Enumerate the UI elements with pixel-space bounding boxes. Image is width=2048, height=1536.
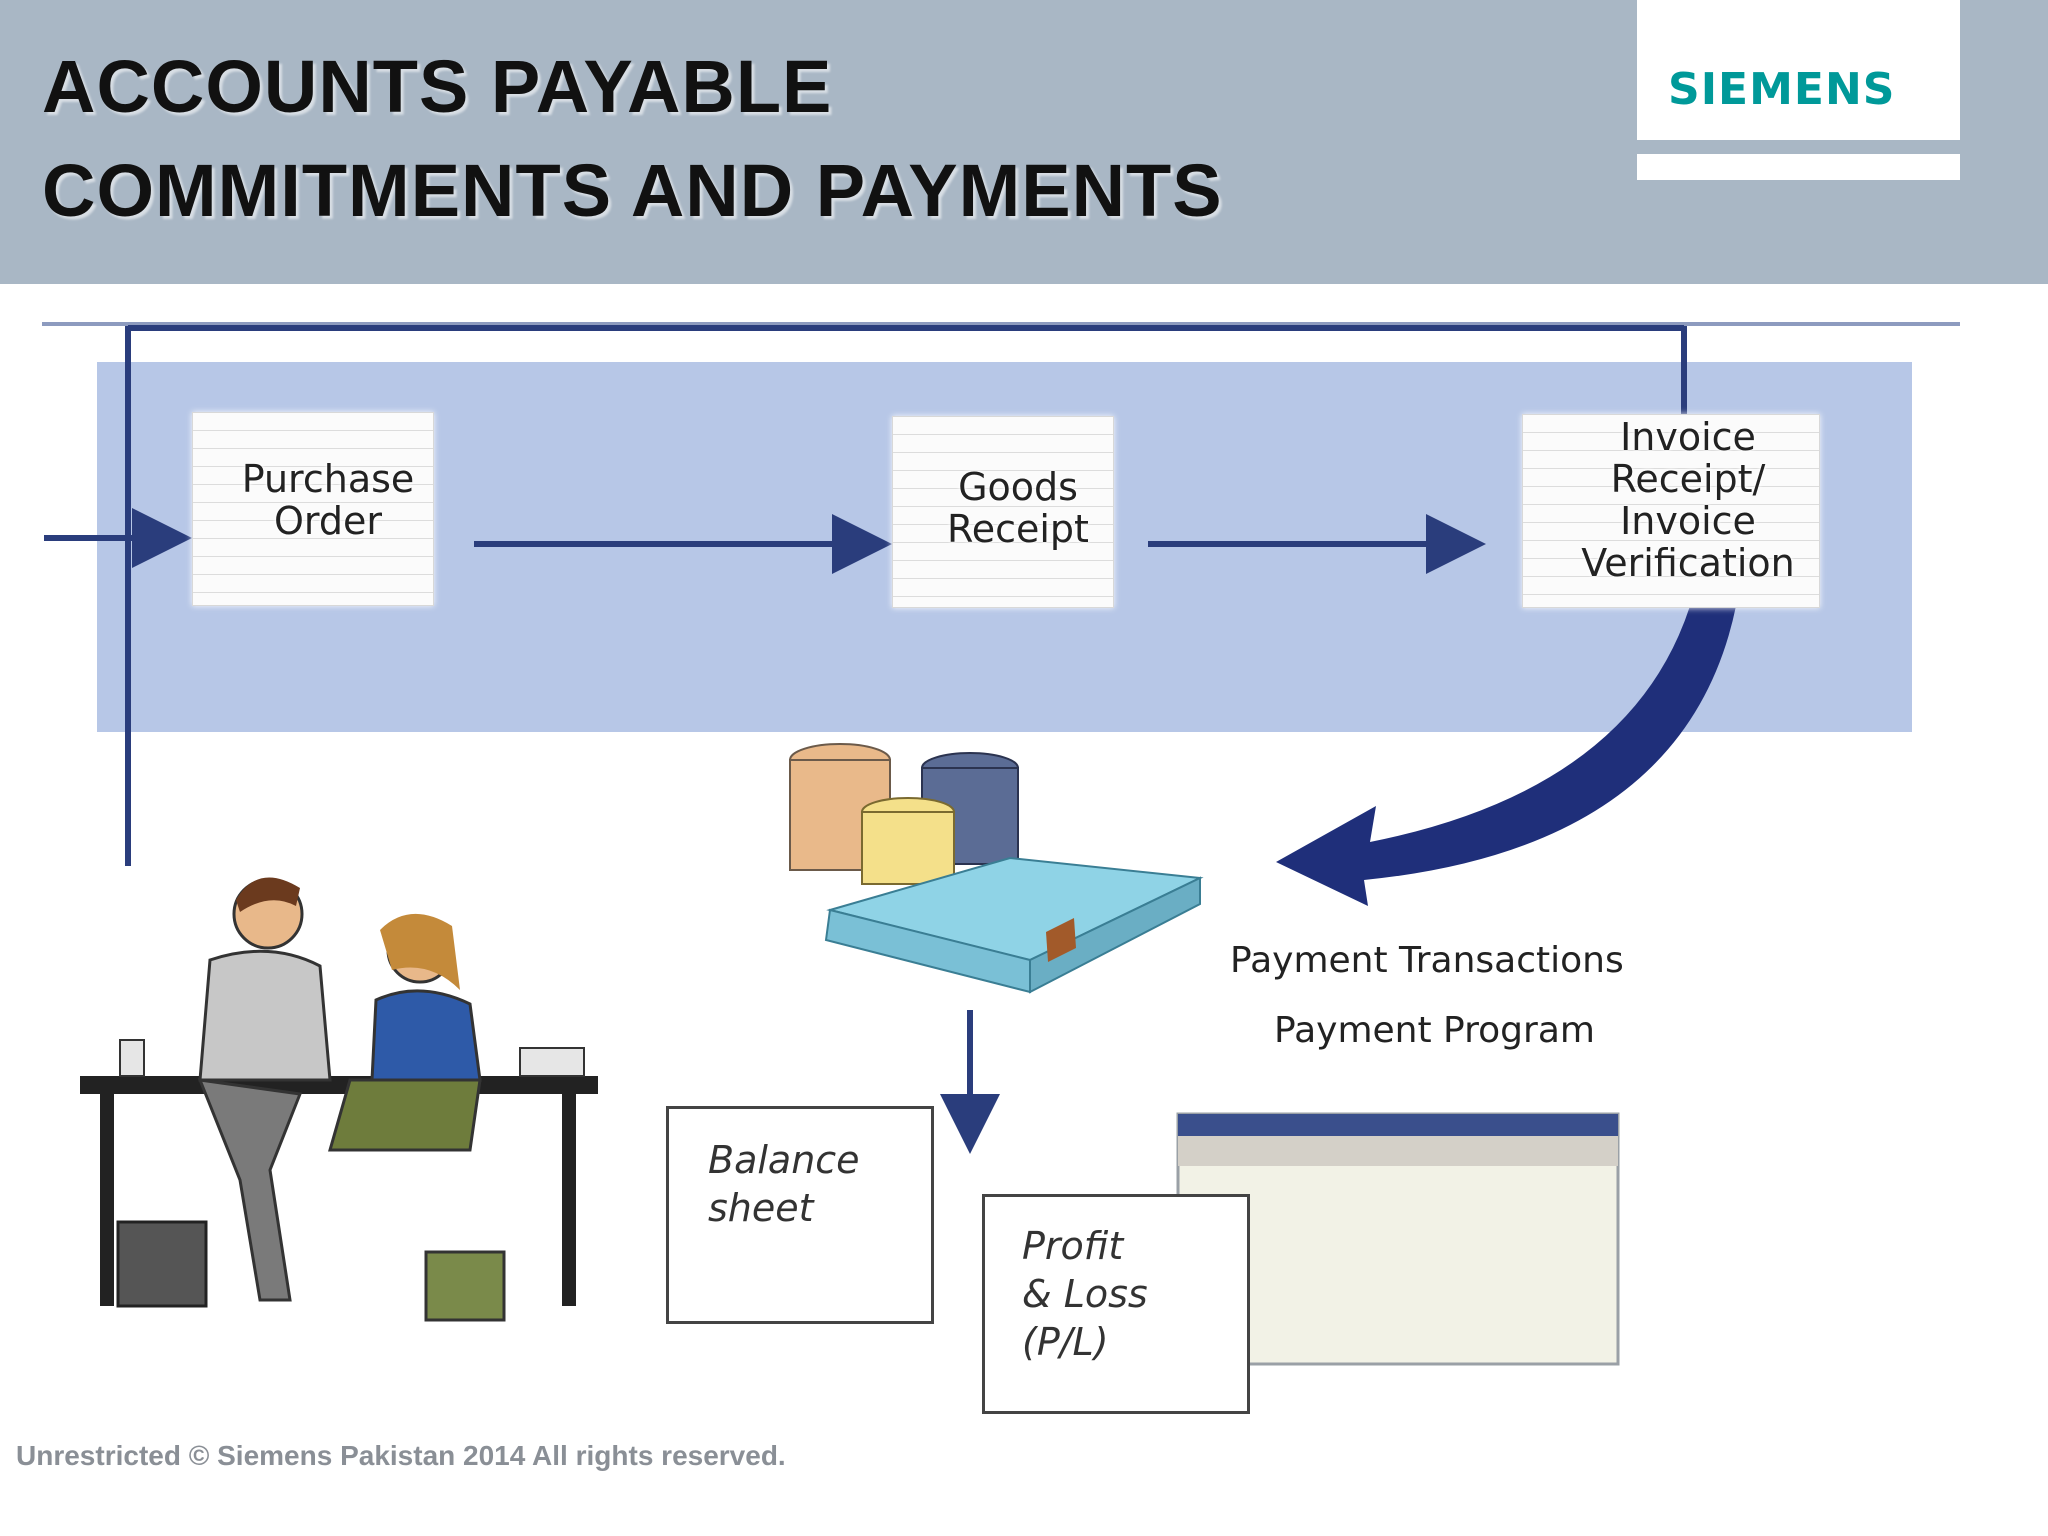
purchase-order-label: Purchase Order <box>208 458 448 542</box>
slide-title-line-2: COMMITMENTS AND PAYMENTS <box>42 149 1223 232</box>
balance-sheet-label: Balance sheet <box>708 1136 860 1232</box>
profit-loss-label-line: (P/L) <box>1022 1320 1109 1364</box>
goods-receipt-label: Goods Receipt <box>898 466 1138 550</box>
siemens-logo: SIEMENS <box>1668 64 1896 115</box>
invoice-verification-label-line: Receipt/ <box>1610 457 1766 501</box>
curved-payment-arrow <box>1276 606 1736 906</box>
invoice-verification-label-line: Verification <box>1581 541 1795 585</box>
profit-loss-label: Profit & Loss (P/L) <box>1022 1222 1148 1366</box>
invoice-verification-label: Invoice Receipt/ Invoice Verification <box>1548 416 1828 584</box>
invoice-verification-document <box>1522 414 1820 608</box>
balance-sheet-label-line: sheet <box>708 1186 814 1230</box>
goods-receipt-label-line: Receipt <box>947 507 1089 551</box>
purchase-order-label-line: Order <box>274 499 382 543</box>
profit-loss-label-line: & Loss <box>1022 1272 1148 1316</box>
people-at-desk-icon <box>80 877 598 1322</box>
balance-sheet-label-line: Balance <box>708 1138 860 1182</box>
payment-transactions-label: Payment Transactions <box>1230 940 1624 981</box>
purchase-order-document <box>192 412 434 606</box>
money-icon <box>789 743 1204 994</box>
slide-title-line-1: ACCOUNTS PAYABLE <box>42 45 833 128</box>
goods-receipt-document <box>892 416 1114 608</box>
report-screen-icon <box>1176 1112 1620 1366</box>
invoice-verification-label-line: Invoice <box>1620 415 1756 459</box>
copyright-footer: Unrestricted © Siemens Pakistan 2014 All… <box>16 1440 786 1471</box>
balance-sheet-note <box>666 1106 934 1324</box>
profit-loss-label-line: Profit <box>1022 1224 1124 1268</box>
logo-box <box>1637 0 1960 140</box>
profit-loss-note <box>982 1194 1250 1414</box>
payment-program-label: Payment Program <box>1274 1010 1595 1051</box>
purchase-order-label-line: Purchase <box>241 457 415 501</box>
invoice-verification-label-line: Invoice <box>1620 499 1756 543</box>
logo-underbar <box>1637 154 1960 180</box>
goods-receipt-label-line: Goods <box>958 465 1078 509</box>
